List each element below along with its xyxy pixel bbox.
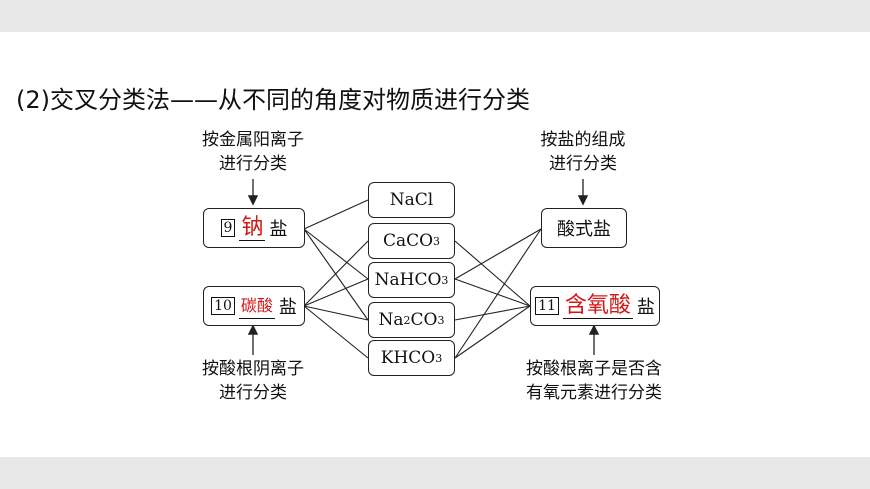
subscript: 3 xyxy=(437,313,445,327)
link-carbonate-khco3 xyxy=(303,305,369,359)
category-box-acid-salt: 酸式盐 xyxy=(541,208,627,248)
top-band xyxy=(0,0,870,32)
compound-nahco3-text: NaHCO xyxy=(374,270,442,290)
link-oxy-caco3 xyxy=(454,240,531,307)
caption-right-top-line1: 按盐的组成 xyxy=(540,130,626,150)
compound-khco3-text: KHCO xyxy=(380,348,436,368)
caption-left-bottom-line2: 进行分类 xyxy=(219,383,287,403)
link-oxy-na2co3 xyxy=(454,305,531,321)
caption-right-bottom-line2: 有氧元素进行分类 xyxy=(526,383,662,403)
subscript: 3 xyxy=(433,234,441,248)
blank-number-10: 10 xyxy=(211,297,235,315)
category-box-oxyacid-salt: 11 含氧酸 盐 xyxy=(530,286,660,326)
caption-right-top-line2: 进行分类 xyxy=(549,154,617,174)
acid-salt-label: 酸式盐 xyxy=(557,219,611,240)
suffix-salt: 盐 xyxy=(278,297,297,318)
blank-number-9: 9 xyxy=(220,219,236,237)
section-heading: (2)交叉分类法——从不同的角度对物质进行分类 xyxy=(16,86,530,114)
caption-right-bottom: 按酸根离子是否含 有氧元素进行分类 xyxy=(500,357,688,405)
compound-caco3-text: CaCO xyxy=(382,231,434,251)
link-sodium-nacl xyxy=(303,199,369,230)
link-sodium-na2co3 xyxy=(303,228,369,321)
link-carbonate-caco3 xyxy=(303,240,369,307)
category-box-carbonate: 10 碳酸 盐 xyxy=(203,286,305,326)
answer-carbonate: 碳酸 xyxy=(238,294,275,319)
caption-left-top-line1: 按金属阳离子 xyxy=(202,130,304,150)
caption-left-top-line2: 进行分类 xyxy=(219,154,287,174)
subscript: 3 xyxy=(435,351,443,365)
blank-number-11: 11 xyxy=(535,297,559,315)
bottom-band xyxy=(0,457,870,489)
suffix-salt: 盐 xyxy=(269,219,288,240)
caption-left-bottom-line1: 按酸根阴离子 xyxy=(202,359,304,379)
caption-right-top: 按盐的组成 进行分类 xyxy=(515,128,651,176)
caption-left-bottom: 按酸根阴离子 进行分类 xyxy=(180,357,326,405)
link-carbonate-na2co3 xyxy=(303,305,369,321)
link-sodium-nahco3 xyxy=(303,228,369,280)
answer-oxyacid: 含氧酸 xyxy=(562,292,633,319)
compound-nacl: NaCl xyxy=(368,182,455,218)
answer-sodium: 钠 xyxy=(239,214,266,241)
caption-left-top: 按金属阳离子 进行分类 xyxy=(180,128,326,176)
subscript: 2 xyxy=(403,313,411,327)
link-oxy-khco3 xyxy=(454,305,531,359)
caption-right-bottom-line1: 按酸根离子是否含 xyxy=(526,359,662,379)
link-oxy-nahco3 xyxy=(454,278,531,307)
link-carbonate-nahco3 xyxy=(303,278,369,307)
link-acid-salt-nahco3 xyxy=(454,228,542,280)
compound-na2co3-text: Na xyxy=(378,310,404,330)
category-box-sodium-salt: 9 钠 盐 xyxy=(203,208,305,248)
compound-nacl-text: NaCl xyxy=(389,190,434,210)
link-acid-salt-khco3 xyxy=(454,228,542,359)
subscript: 3 xyxy=(441,273,449,287)
suffix-salt: 盐 xyxy=(636,297,655,318)
compound-na2co3-tail: CO xyxy=(410,310,438,330)
